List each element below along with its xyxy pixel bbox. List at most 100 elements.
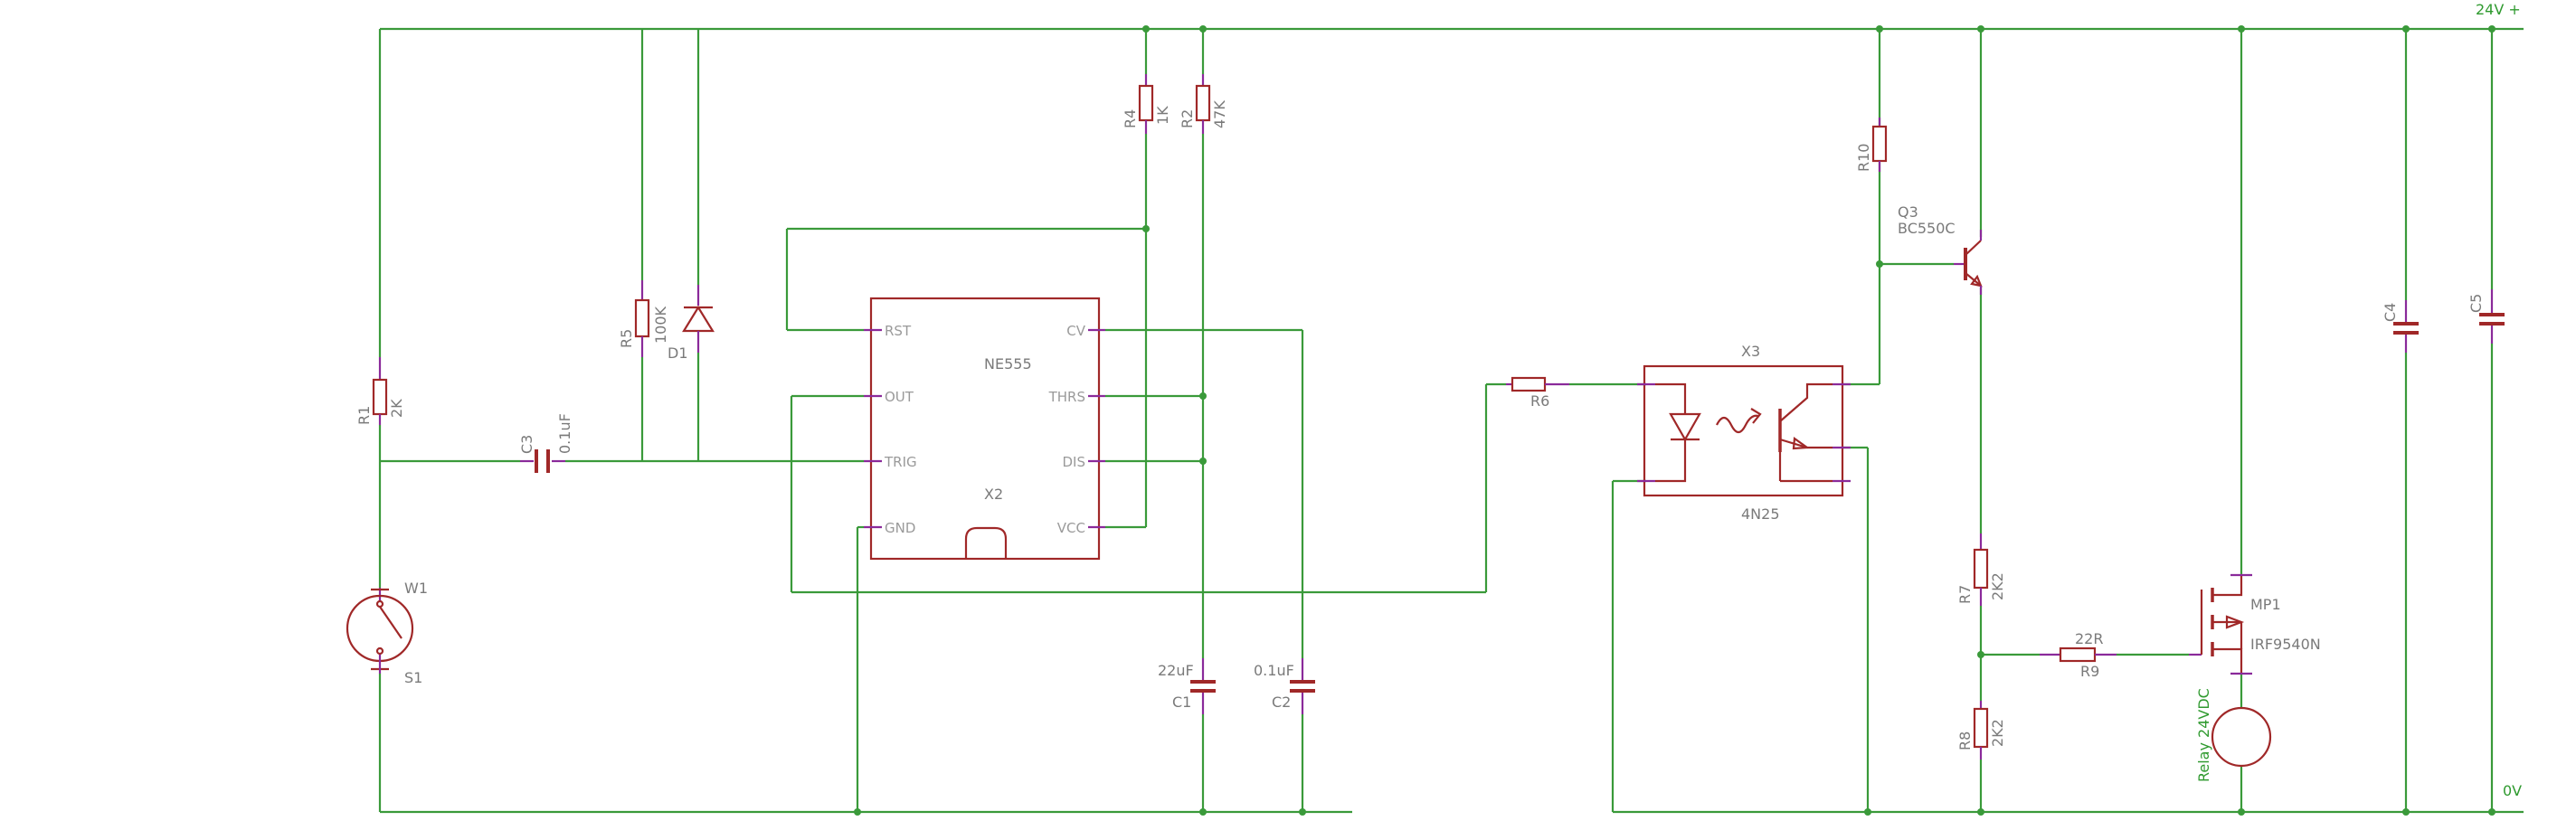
ne555-body xyxy=(869,297,1101,561)
r8-body xyxy=(1973,707,1989,749)
r6-name: R6 xyxy=(1530,392,1549,410)
s1-lever xyxy=(379,606,402,639)
r5-body xyxy=(634,298,650,338)
junction xyxy=(2488,808,2496,816)
c3-value: 0.1uF xyxy=(556,413,573,454)
optocoupler-4n25: X3 4N25 xyxy=(1637,343,1851,523)
opto-led-wire xyxy=(1655,382,1687,414)
opto-transistor-arrow xyxy=(1792,436,1811,450)
mosfet-mp1: MP1 IRF9540N xyxy=(2189,573,2321,675)
resistor-r9: 22R R9 xyxy=(2040,630,2117,680)
q3-name: Q3 xyxy=(1898,203,1918,221)
ne555-label-gnd: GND xyxy=(885,520,915,536)
ic-ne555: NE555 X2 RST OUT TRIG GND CV THRS DIS VC… xyxy=(864,297,1105,561)
r4-name: R4 xyxy=(1122,109,1139,128)
r7-value: 2K2 xyxy=(1989,572,2006,600)
s1-pin-label: W1 xyxy=(404,580,428,597)
opto-light-icon xyxy=(1716,414,1759,434)
r5-value: 100K xyxy=(652,306,669,344)
mp1-value: IRF9540N xyxy=(2250,636,2321,653)
resistor-r10: R10 xyxy=(1855,118,1888,172)
ground-net-label: 0V xyxy=(2503,782,2522,799)
mp1-drain xyxy=(2212,575,2243,597)
junction xyxy=(1199,808,1207,816)
c3-name: C3 xyxy=(518,435,535,454)
relay-label: Relay 24VDC xyxy=(2195,688,2212,782)
r1-name: R1 xyxy=(355,406,373,425)
junction xyxy=(1864,808,1871,816)
resistor-r4: R4 1K xyxy=(1122,74,1171,134)
wires xyxy=(378,27,2524,814)
s1-body xyxy=(346,594,414,663)
q3-emitter xyxy=(1965,272,1982,287)
junction xyxy=(2402,808,2410,816)
capacitor-c3: C3 0.1uF xyxy=(518,413,573,473)
junction xyxy=(1876,260,1883,268)
c2-value: 0.1uF xyxy=(1254,662,1294,679)
d1-name: D1 xyxy=(668,344,688,362)
r4-body xyxy=(1138,84,1154,122)
capacitor-c4: C4 xyxy=(2382,300,2419,353)
junction xyxy=(1977,808,1984,816)
resistor-r8: R8 2K2 xyxy=(1956,701,2006,760)
resistor-r6: R6 xyxy=(1506,376,1569,410)
ne555-label-cv: CV xyxy=(1066,323,1085,339)
c5-name: C5 xyxy=(2467,294,2485,313)
resistor-r2: R2 47K xyxy=(1179,74,1228,134)
r1-value: 2K xyxy=(388,399,405,418)
ne555-label-trig: TRIG xyxy=(884,454,917,470)
opto-body xyxy=(1643,364,1844,497)
r9-name: R9 xyxy=(2080,663,2099,680)
relay-body xyxy=(2211,706,2272,768)
r10-name: R10 xyxy=(1855,144,1872,172)
capacitor-c5: C5 xyxy=(2467,289,2505,344)
junction xyxy=(1142,25,1150,33)
r8-name: R8 xyxy=(1956,731,1974,750)
capacitor-c1: 22uF C1 xyxy=(1158,658,1216,714)
r5-name: R5 xyxy=(618,329,635,348)
mp1-arrow xyxy=(2225,615,2245,629)
mp1-name: MP1 xyxy=(2250,596,2281,613)
relay-coil: Relay 24VDC xyxy=(2195,688,2272,782)
junction xyxy=(1199,458,1207,465)
s1-name: S1 xyxy=(404,669,422,686)
junction xyxy=(1199,392,1207,400)
junction xyxy=(2238,808,2245,816)
d1-body xyxy=(682,305,715,333)
junction xyxy=(2488,25,2496,33)
junction xyxy=(1199,25,1207,33)
r7-name: R7 xyxy=(1956,585,1974,604)
opto-transistor-collector xyxy=(1779,382,1833,422)
junction xyxy=(1142,225,1150,232)
junction xyxy=(2238,25,2245,33)
supply-net-label: 24V + xyxy=(2476,1,2521,18)
junction xyxy=(2402,25,2410,33)
ne555-name: X2 xyxy=(984,486,1003,503)
junction xyxy=(1977,651,1984,658)
r2-name: R2 xyxy=(1179,109,1196,128)
r10-body xyxy=(1871,125,1888,163)
c2-name: C2 xyxy=(1272,694,1291,711)
ne555-label-vcc: VCC xyxy=(1057,520,1085,536)
junction xyxy=(1299,808,1306,816)
r9-body xyxy=(2059,646,2097,663)
ne555-label-dis: DIS xyxy=(1063,454,1086,470)
r6-body xyxy=(1511,376,1547,392)
resistor-r1: R1 2K xyxy=(355,357,405,425)
r4-value: 1K xyxy=(1154,106,1171,125)
r7-body xyxy=(1973,548,1989,590)
q3-emitter-arrow xyxy=(1970,274,1983,288)
mp1-source xyxy=(2212,647,2243,674)
ne555-label-thrs: THRS xyxy=(1048,389,1085,405)
c1-value: 22uF xyxy=(1158,662,1194,679)
resistor-r5: R5 100K xyxy=(618,280,669,357)
r2-body xyxy=(1195,84,1211,122)
switch-s1: W1 S1 xyxy=(346,580,428,686)
ne555-label-out: OUT xyxy=(885,389,914,405)
ne555-label-rst: RST xyxy=(885,323,912,339)
ne555-value: NE555 xyxy=(984,355,1032,373)
diode-d1: D1 xyxy=(668,285,715,362)
s1-contact-top xyxy=(375,599,384,609)
r1-body xyxy=(372,378,388,416)
